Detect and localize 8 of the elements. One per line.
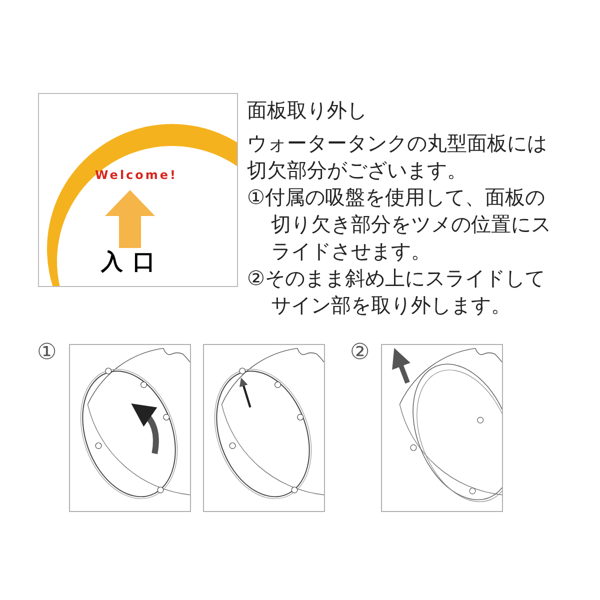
step-number: ① — [37, 342, 57, 364]
instruction-step: ①付属の吸盤を使用して、面板の切り欠き部分をツメの位置にスライドさせます。 — [247, 184, 557, 265]
step-number: ② — [350, 342, 370, 364]
instruction-step: ②そのまま斜め上にスライドしてサイン部を取り外します。 — [247, 265, 557, 319]
title: 面板取り外し — [247, 97, 368, 124]
sign-text: 入口 — [101, 252, 165, 274]
sign-text: Welcome! — [95, 167, 178, 184]
description-text: ウォータータンクの丸型面板には切欠部分がございます。 — [247, 130, 548, 184]
